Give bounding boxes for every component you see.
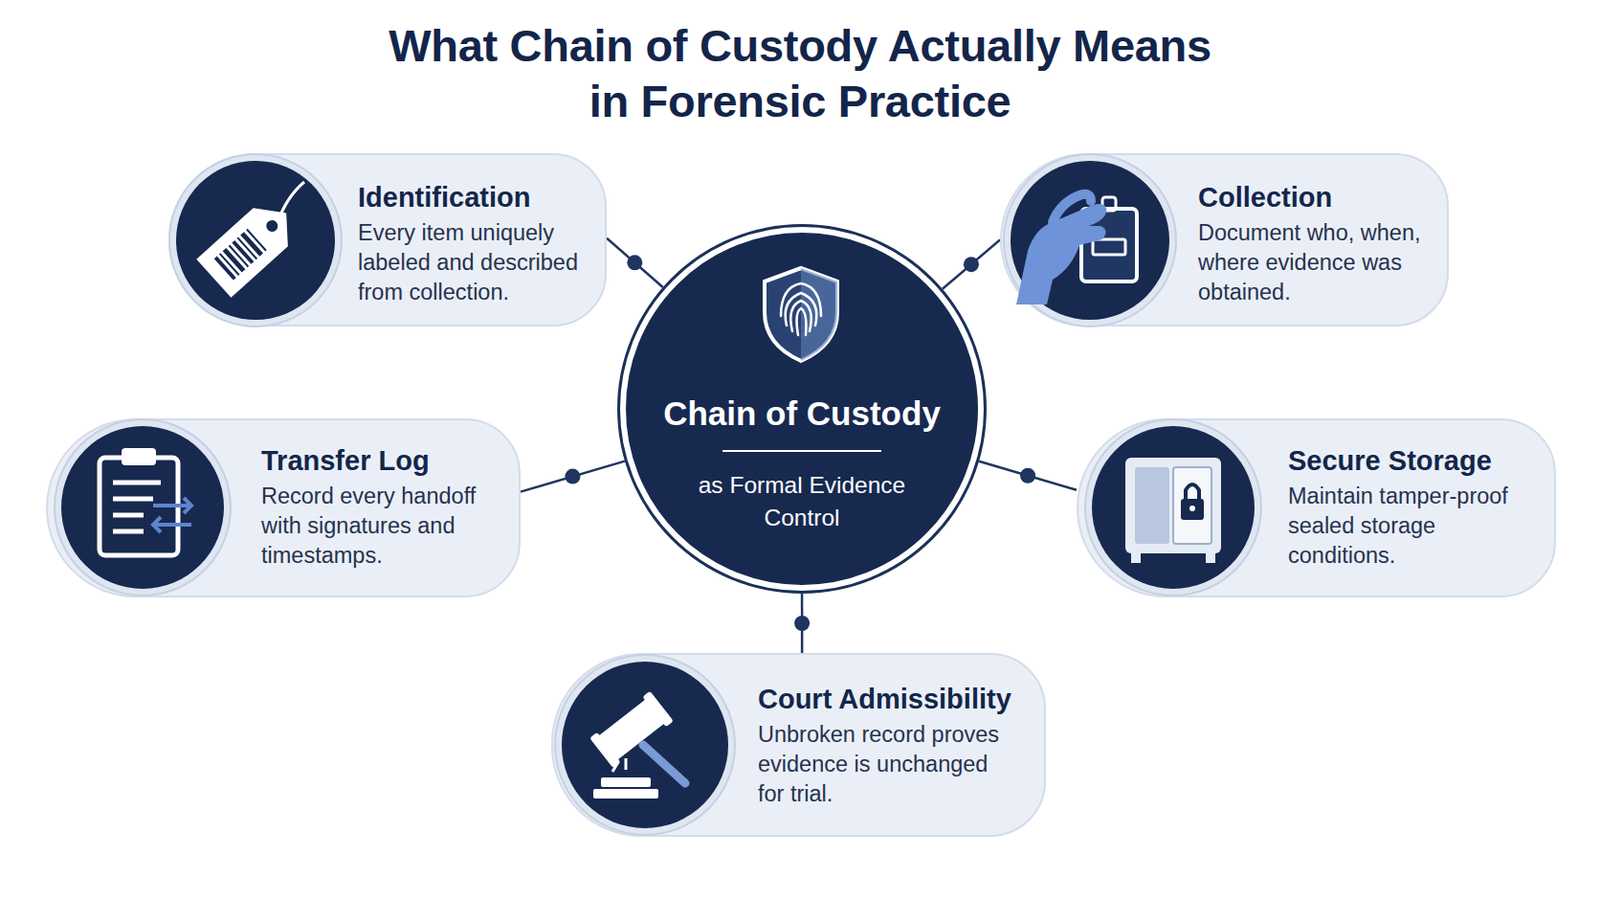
node-description: as Formal Evidence Control [677, 468, 927, 534]
step-card: CollectionDocument who, when, where evid… [1000, 153, 1449, 327]
node-heading: Court Admissibility [757, 681, 1012, 716]
node-description: Unbroken record proves evidence is uncha… [757, 719, 1015, 809]
connector-line [606, 238, 664, 288]
node-heading: Secure Storage [1288, 443, 1492, 478]
node-heading: Collection [1198, 179, 1333, 215]
node-description: Every item uniquely labeled and describe… [357, 218, 600, 308]
node-description: Maintain tamper-proof sealed storage con… [1288, 481, 1535, 571]
connector-line [978, 461, 1077, 490]
step-card: IdentificationEvery item uniquely labele… [168, 153, 607, 327]
connector-dot [794, 615, 810, 631]
connector-line [520, 461, 625, 492]
connector-dot [1020, 467, 1036, 484]
connector-line [942, 240, 1000, 289]
node-heading: Identification [357, 179, 531, 215]
node-heading: Chain of Custody [625, 393, 978, 434]
connector-dot [963, 256, 979, 272]
diagram-title: What Chain of Custody Actually Means in … [369, 18, 1231, 130]
connector-dot [626, 254, 643, 270]
step-card: Court AdmissibilityUnbroken record prove… [551, 652, 1046, 837]
node-description: Document who, when, where evidence was o… [1198, 218, 1428, 308]
node-description: Record every handoff with signatures and… [261, 481, 512, 571]
step-card: Transfer LogRecord every handoff with si… [45, 418, 521, 598]
step-card: Secure StorageMaintain tamper-proof seal… [1076, 418, 1556, 598]
hub-circle: Chain of Custody as Formal Evidence Contr… [620, 226, 984, 591]
node-heading: Transfer Log [261, 443, 430, 478]
connector-dot [564, 468, 580, 485]
